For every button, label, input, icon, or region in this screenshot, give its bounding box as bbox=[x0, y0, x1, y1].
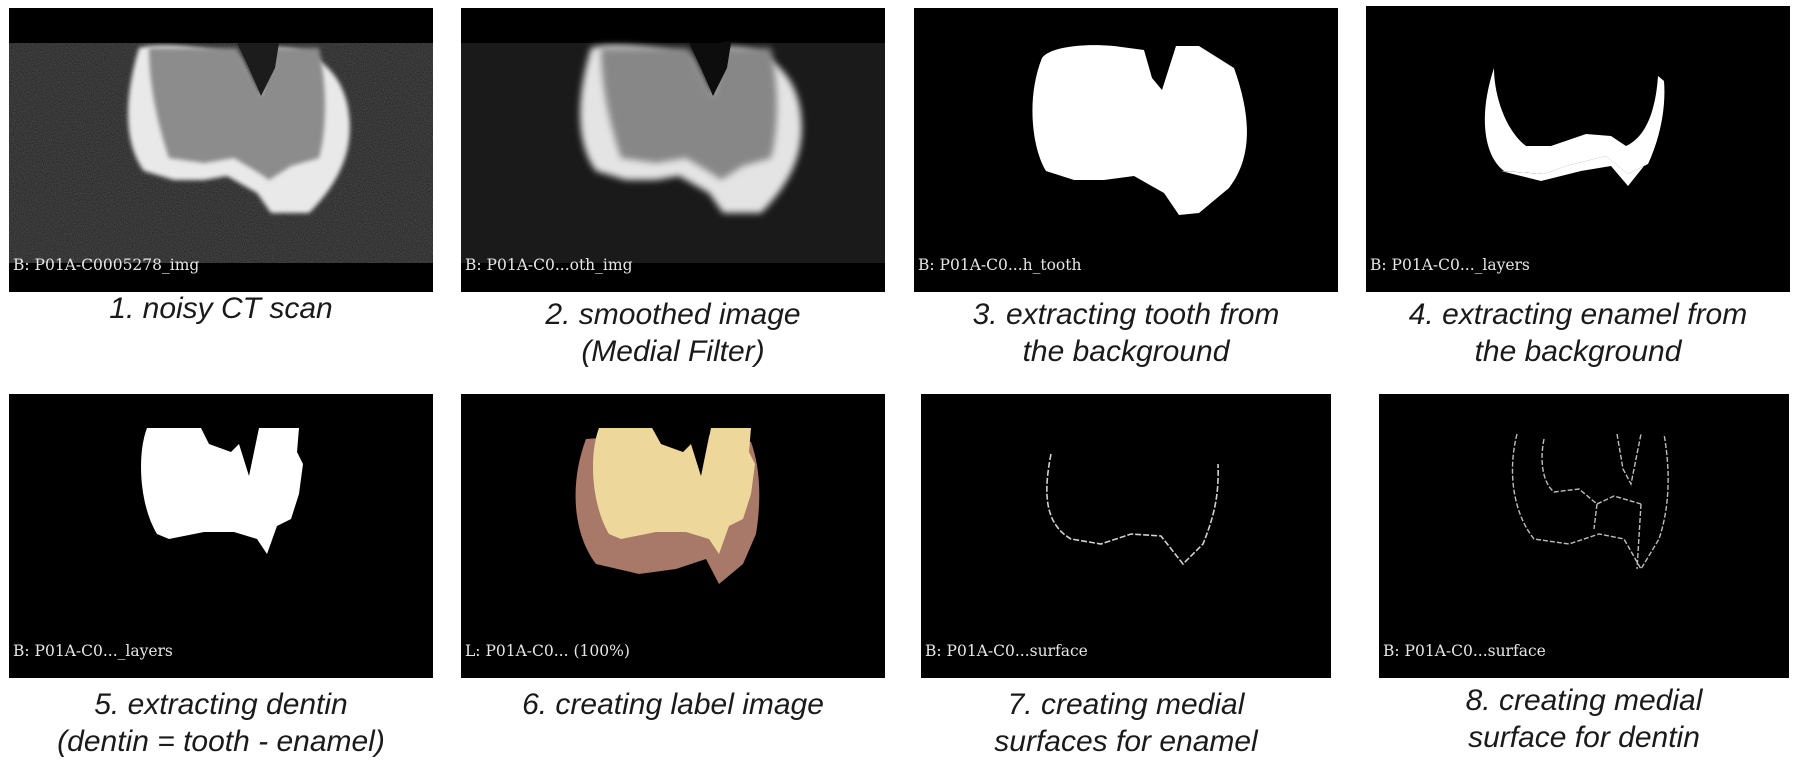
tooth-mask-graphic bbox=[1032, 45, 1247, 216]
dentin-region bbox=[593, 428, 755, 554]
image-overlay-label: B: P01A-C0..._layers bbox=[13, 642, 173, 660]
dentin-mask-image: B: P01A-C0..._layers bbox=[9, 394, 433, 678]
label-image-graphic bbox=[575, 426, 760, 584]
caption-6: 6. creating label image bbox=[522, 688, 824, 721]
caption-5: 5. extracting dentin (dentin = tooth - e… bbox=[57, 688, 385, 758]
image-overlay-label: L: P01A-C0... (100%) bbox=[465, 642, 630, 660]
tooth-smoothed-graphic bbox=[461, 43, 885, 263]
caption-7: 7. creating medial surfaces for enamel bbox=[994, 688, 1258, 758]
dentin-mask-graphic bbox=[141, 428, 303, 554]
caption-3: 3. extracting tooth from the background bbox=[972, 298, 1280, 368]
label-image: L: P01A-C0... (100%) bbox=[461, 394, 885, 678]
caption-4: 4. extracting enamel from the background bbox=[1408, 298, 1748, 368]
enamel-mask-image: B: P01A-C0..._layers bbox=[1366, 6, 1790, 292]
image-overlay-label: B: P01A-C0005278_img bbox=[13, 256, 200, 274]
dentin-medial-surface-image: B: P01A-C0...surface bbox=[1379, 394, 1789, 678]
enamel-medial-surface-image: B: P01A-C0...surface bbox=[921, 394, 1331, 678]
dentin-medial-surface-graphic bbox=[1511, 433, 1669, 571]
image-overlay-label: B: P01A-C0..._layers bbox=[1370, 256, 1530, 274]
tooth-ct-graphic bbox=[9, 43, 433, 263]
caption-1: 1. noisy CT scan bbox=[109, 292, 333, 325]
smoothed-image: B: P01A-C0...oth_img bbox=[461, 8, 885, 292]
tooth-mask-image: B: P01A-C0...h_tooth bbox=[914, 8, 1338, 292]
ct-scan-image: B: P01A-C0005278_img bbox=[9, 8, 433, 292]
caption-2: 2. smoothed image (Medial Filter) bbox=[545, 298, 801, 368]
image-overlay-label: B: P01A-C0...surface bbox=[1383, 642, 1546, 660]
image-overlay-label: B: P01A-C0...oth_img bbox=[465, 256, 633, 274]
enamel-medial-surface-graphic bbox=[1046, 453, 1219, 566]
enamel-mask-graphic bbox=[1484, 68, 1665, 186]
image-overlay-label: B: P01A-C0...h_tooth bbox=[918, 256, 1082, 274]
caption-8: 8. creating medial surface for dentin bbox=[1465, 684, 1703, 754]
image-overlay-label: B: P01A-C0...surface bbox=[925, 642, 1088, 660]
